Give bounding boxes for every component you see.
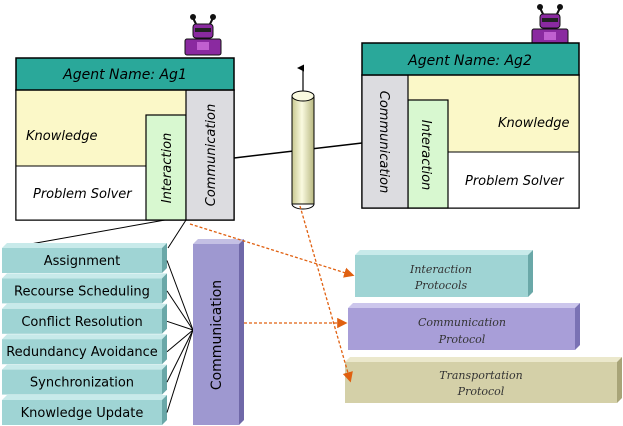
fan-line: [166, 329, 194, 353]
protocol-transportation-line1: Transportation: [439, 369, 522, 382]
function-item: Recourse Scheduling: [2, 273, 167, 304]
agent1-communication: Communication: [204, 104, 219, 206]
agent-ag1: Agent Name: Ag1 Knowledge Problem Solver…: [15, 57, 235, 221]
fan-line: [166, 329, 194, 413]
function-label: Assignment: [44, 254, 121, 269]
agent1-name: Agent Name: Ag1: [62, 67, 187, 83]
agent1-interaction: Interaction: [160, 133, 175, 204]
protocol-interaction-line1: Interaction: [409, 263, 472, 276]
protocol-communication-line2: Protocol: [438, 333, 486, 346]
agent1-problem-solver: Problem Solver: [33, 187, 133, 202]
agent2-problem-solver: Problem Solver: [465, 174, 565, 189]
fan-lines: [166, 260, 194, 413]
robot-icon: [184, 14, 222, 56]
ag1-to-functions-line: [167, 219, 187, 249]
robot-icon: [531, 4, 569, 46]
agent2-interaction: Interaction: [418, 120, 433, 191]
agent2-name: Agent Name: Ag2: [407, 53, 532, 69]
agent2-communication: Communication: [376, 91, 391, 193]
protocol-interaction: Interaction Protocols: [355, 250, 533, 297]
agent1-knowledge: Knowledge: [26, 129, 97, 144]
function-label: Recourse Scheduling: [14, 284, 150, 299]
arrow-interaction-to-protocol: [189, 223, 355, 278]
agent-ag2: Agent Name: Ag2 Knowledge Problem Solver…: [361, 42, 580, 209]
agent2-knowledge: Knowledge: [498, 116, 569, 131]
protocol-communication-line1: Communication: [418, 316, 506, 329]
function-item: Knowledge Update: [2, 395, 167, 425]
communication-bar-label: Communication: [209, 280, 225, 390]
fan-line: [166, 329, 194, 383]
fan-line: [166, 290, 194, 331]
function-label: Redundancy Avoidance: [6, 345, 158, 360]
transport-cylinder: [291, 90, 315, 210]
function-label: Conflict Resolution: [21, 315, 142, 330]
communication-bar: Communication: [193, 239, 244, 425]
function-item: Redundancy Avoidance: [2, 334, 167, 365]
function-label: Knowledge Update: [21, 406, 144, 421]
function-item: Synchronization: [2, 364, 167, 395]
arrow-cylinder-to-transport: [299, 205, 353, 383]
function-item: Assignment: [2, 243, 167, 273]
function-label: Synchronization: [30, 376, 134, 391]
fan-line: [166, 320, 194, 331]
protocol-communication: Communication Protocol: [348, 303, 580, 350]
protocol-interaction-line2: Protocols: [414, 279, 468, 292]
protocol-transportation: Transportation Protocol: [345, 357, 622, 403]
protocol-transportation-line2: Protocol: [457, 385, 505, 398]
function-item: Conflict Resolution: [2, 303, 167, 334]
fan-line: [166, 260, 194, 331]
